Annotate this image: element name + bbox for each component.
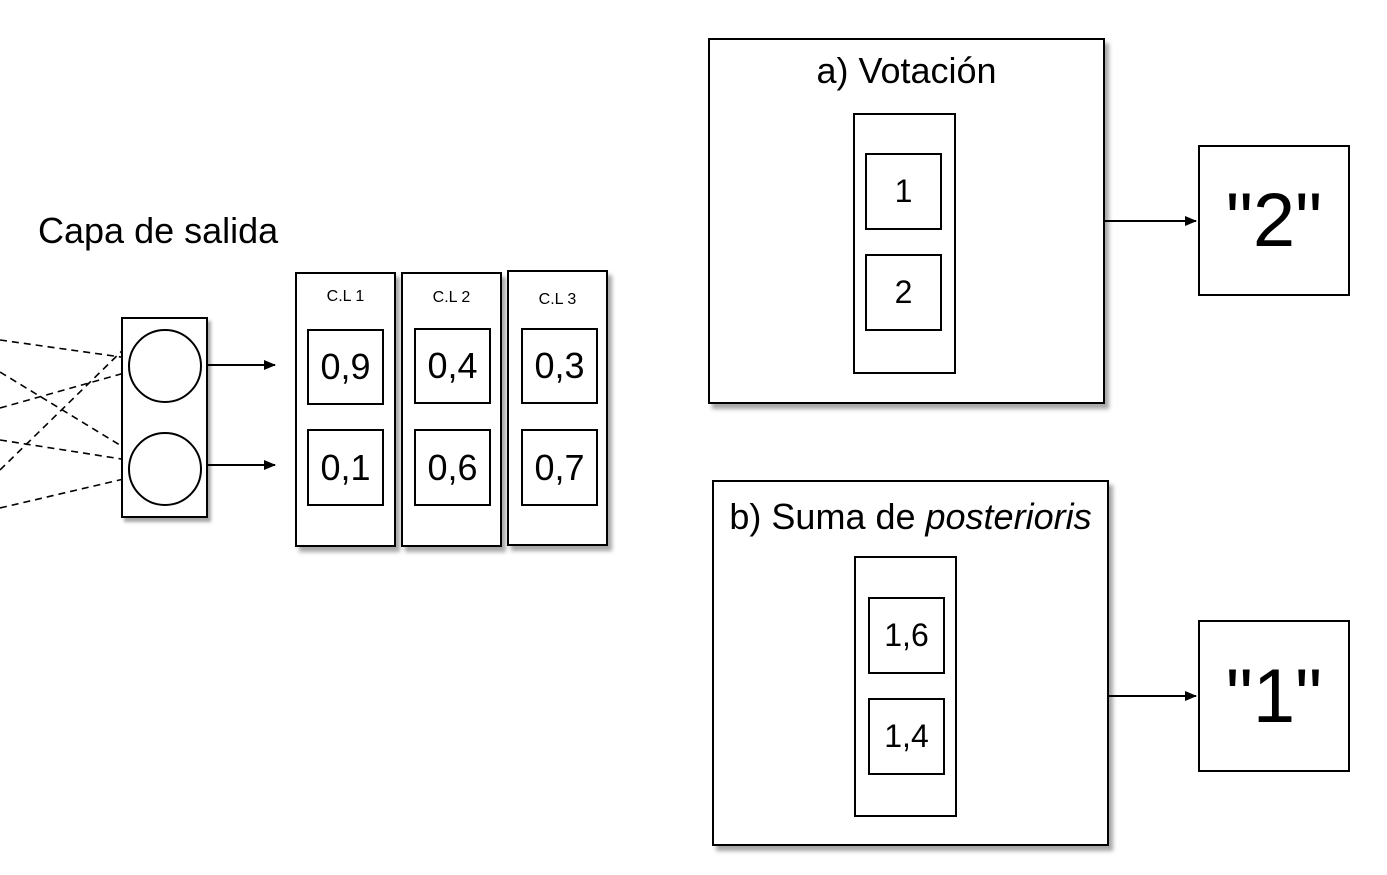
sum-title: b) Suma de posterioris (714, 496, 1107, 538)
voting-result-box: "2" (1198, 145, 1350, 296)
sum-value: 1,6 (868, 597, 945, 674)
voting-panel: a) Votación 1 2 (708, 38, 1105, 404)
classifier-label: C.L 1 (326, 288, 365, 305)
output-neuron-1 (128, 329, 202, 403)
voting-results-column: 1 2 (853, 113, 956, 374)
voting-value: 2 (865, 254, 942, 331)
output-layer-box (121, 317, 208, 518)
classifier-label: C.L 3 (538, 291, 577, 308)
sum-title-italic: posterioris (925, 496, 1092, 537)
sum-value: 1,4 (868, 698, 945, 775)
voting-value: 1 (865, 153, 942, 230)
classifier-label: C.L 2 (432, 289, 471, 306)
voting-title: a) Votación (816, 50, 997, 91)
classifier-value: 0,9 (307, 329, 384, 405)
output-layer-title: Capa de salida (38, 210, 279, 251)
sum-results-column: 1,6 1,4 (854, 556, 957, 817)
classifier-value: 0,7 (521, 429, 598, 506)
classifier-value: 0,6 (414, 429, 491, 506)
sum-title-prefix: b) Suma de (729, 496, 926, 537)
output-neuron-2 (128, 432, 202, 506)
sum-result-box: "1" (1198, 620, 1350, 772)
classifier-column-1: C.L 1 0,9 0,1 (295, 272, 396, 547)
sum-panel: b) Suma de posterioris 1,6 1,4 (712, 480, 1109, 846)
classifier-value: 0,3 (521, 328, 598, 404)
classifier-value: 0,1 (307, 429, 384, 506)
classifier-column-2: C.L 2 0,4 0,6 (401, 272, 502, 547)
input-connections (0, 339, 129, 509)
classifier-value: 0,4 (414, 328, 491, 404)
classifier-column-3: C.L 3 0,3 0,7 (507, 270, 608, 546)
